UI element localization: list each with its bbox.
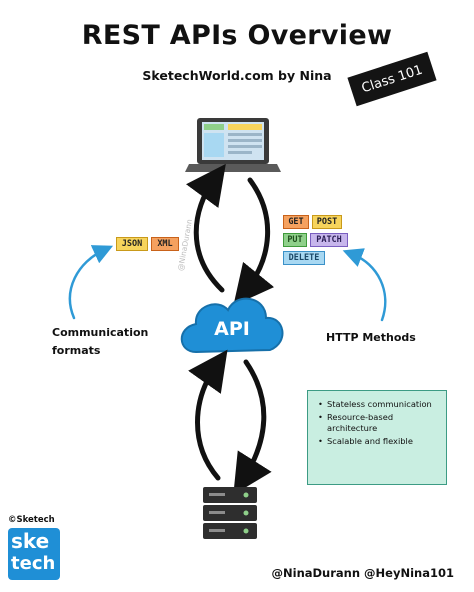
methods-arrow-icon: [342, 248, 387, 322]
method-tag-get: GET: [283, 215, 309, 229]
page-subtitle: SketechWorld.com by Nina: [142, 68, 332, 83]
request-response-arrows-bottom: [188, 349, 272, 495]
format-tag-json: JSON: [116, 237, 148, 251]
features-list: Stateless communication Resource-based a…: [318, 399, 440, 447]
method-tag-delete: DELETE: [283, 251, 325, 265]
logo-text-bottom: tech: [11, 553, 56, 574]
method-tag-post: POST: [312, 215, 342, 229]
features-box: Stateless communication Resource-based a…: [307, 390, 447, 485]
feature-item: Stateless communication: [318, 399, 440, 410]
feature-item: Scalable and flexible: [318, 436, 440, 447]
cloud-icon: [180, 297, 284, 354]
page-title: REST APIs Overview: [81, 20, 393, 51]
request-response-arrows-top: [186, 163, 275, 306]
sketech-logo: ske tech: [8, 528, 60, 580]
copyright-text: ©Sketech: [8, 515, 55, 525]
method-tag-patch: PATCH: [310, 233, 348, 247]
formats-label-line2: formats: [52, 344, 101, 357]
laptop-icon: [185, 118, 281, 172]
logo-text-top: ske: [11, 529, 50, 553]
api-label: API: [214, 318, 250, 340]
feature-item: Resource-based architecture: [318, 412, 440, 434]
method-tag-put: PUT: [283, 233, 307, 247]
formats-label-line1: Communication: [52, 326, 149, 339]
formats-arrow-icon: [68, 245, 114, 320]
formats-label: Communication formats: [52, 324, 148, 360]
credits-text: @NinaDurann @HeyNina101: [271, 566, 455, 580]
format-tag-xml: XML: [151, 237, 179, 251]
methods-label: HTTP Methods: [326, 331, 416, 344]
server-icon: [203, 487, 257, 539]
